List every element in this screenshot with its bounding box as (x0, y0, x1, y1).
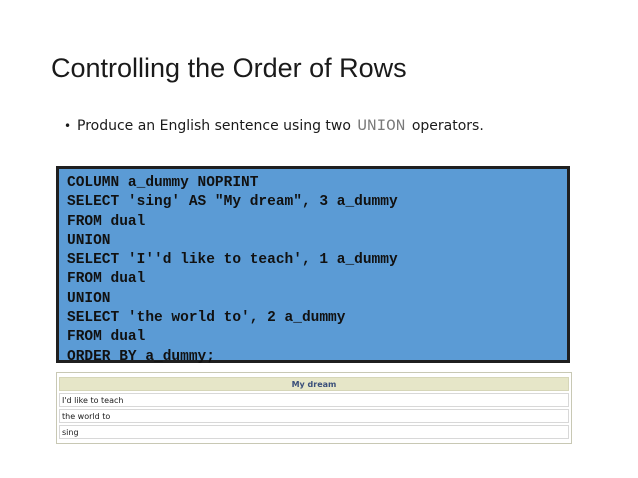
code-line: COLUMN a_dummy NOPRINT (67, 175, 259, 191)
table-row: the world to (59, 409, 569, 423)
result-header-row: My dream (59, 377, 569, 391)
code-line: FROM dual (67, 213, 146, 230)
result-cell: I'd like to teach (59, 393, 569, 407)
code-line: FROM dual (67, 329, 146, 346)
bullet-text-before: Produce an English sentence using two (77, 118, 356, 134)
table-row: sing (59, 425, 569, 439)
bullet-code-keyword: UNION (357, 117, 406, 135)
result-cell: sing (59, 425, 569, 439)
bullet-text-after: operators. (407, 118, 484, 134)
code-line: UNION (67, 232, 111, 249)
table-row: I'd like to teach (59, 393, 569, 407)
result-cell: the world to (59, 409, 569, 423)
code-line: SELECT 'I''d like to teach', 1 a_dummy (67, 252, 398, 269)
code-line: FROM dual (67, 271, 146, 288)
code-lines: COLUMN a_dummy NOPRINT SELECT 'sing' AS … (67, 174, 398, 367)
bullet-icon: • (64, 119, 72, 133)
code-line: SELECT 'sing' AS "My dream", 3 a_dummy (67, 194, 398, 211)
code-line: ORDER BY a_dummy; (67, 348, 215, 365)
sql-code-block: COLUMN a_dummy NOPRINT SELECT 'sing' AS … (56, 166, 570, 365)
code-line: UNION (67, 290, 111, 307)
result-table: My dream I'd like to teach the world to … (59, 375, 569, 441)
slide-title: Controlling the Order of Rows (51, 53, 407, 83)
query-result-table: My dream I'd like to teach the world to … (56, 372, 572, 444)
code-line: SELECT 'the world to', 2 a_dummy (67, 310, 346, 327)
bullet-point: • Produce an English sentence using two U… (64, 117, 484, 135)
result-column-header: My dream (59, 377, 569, 391)
